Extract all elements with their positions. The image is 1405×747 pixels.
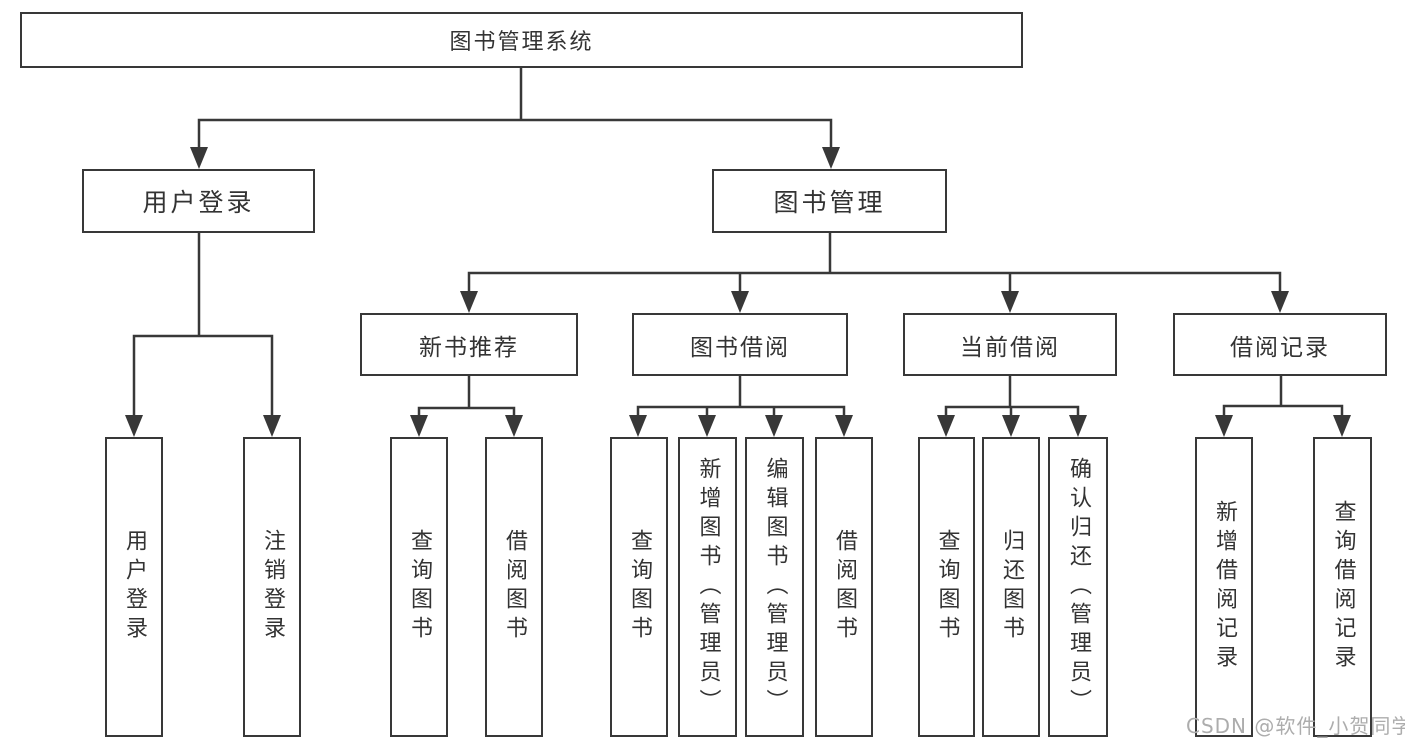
leaf-confirm-return-admin-label: 确认归还（管理员） <box>1066 456 1091 718</box>
leaf-add-books-admin: 新增图书（管理员） <box>678 437 737 737</box>
arrowhead-borrow-records <box>1271 291 1289 313</box>
leaf-query-borrow-record: 查询借阅记录 <box>1313 437 1372 737</box>
arrowhead-leaf-user-login <box>125 415 143 437</box>
leaf-return-books-label: 归还图书 <box>999 529 1024 645</box>
leaf-query-books-3-label: 查询图书 <box>934 529 960 645</box>
connector-book-borrow-split <box>636 376 846 421</box>
arrowhead-query-books-2 <box>629 415 647 437</box>
leaf-user-login-label: 用户登录 <box>122 529 147 645</box>
leaf-query-books-2-label: 查询图书 <box>627 529 652 645</box>
node-book-management: 图书管理 <box>712 169 947 233</box>
leaf-user-login: 用户登录 <box>105 437 163 737</box>
csdn-watermark: CSDN @软件_小贺同学 <box>1186 714 1405 738</box>
leaf-add-borrow-record-label: 新增借阅记录 <box>1212 500 1237 674</box>
arrowhead-add-borrow-record <box>1215 415 1233 437</box>
leaf-borrow-books-2-label: 借阅图书 <box>832 529 857 645</box>
node-root-label: 图书管理系统 <box>449 30 594 55</box>
arrowhead-book-management <box>822 147 840 169</box>
connector-current-borrow-split <box>944 376 1080 421</box>
leaf-query-books-1-label: 查询图书 <box>407 529 432 645</box>
node-borrow-records-label: 借阅记录 <box>1230 334 1330 361</box>
leaf-logout: 注销登录 <box>243 437 301 737</box>
arrowhead-add-books-admin <box>698 415 716 437</box>
arrowhead-borrow-books-1 <box>505 415 523 437</box>
arrowhead-user-login <box>190 147 208 169</box>
node-book-management-label: 图书管理 <box>773 188 886 217</box>
connector-book-management-split <box>467 233 1282 297</box>
leaf-query-books-2: 查询图书 <box>610 437 668 737</box>
node-new-book-recommend: 新书推荐 <box>360 313 578 376</box>
arrowhead-confirm-return-admin <box>1069 415 1087 437</box>
leaf-query-books-1: 查询图书 <box>390 437 448 737</box>
leaf-query-borrow-record-label: 查询借阅记录 <box>1330 500 1356 674</box>
arrowhead-edit-books-admin <box>765 415 783 437</box>
leaf-query-books-3: 查询图书 <box>918 437 975 737</box>
node-borrow-records: 借阅记录 <box>1173 313 1387 376</box>
leaf-return-books: 归还图书 <box>982 437 1040 737</box>
leaf-edit-books-admin-label: 编辑图书（管理员） <box>762 456 788 718</box>
leaf-borrow-books-1: 借阅图书 <box>485 437 543 737</box>
arrowhead-query-borrow-record <box>1333 415 1351 437</box>
node-current-borrow-label: 当前借阅 <box>960 334 1060 361</box>
node-user-login: 用户登录 <box>82 169 315 233</box>
connector-user-login-split <box>132 233 274 420</box>
connector-borrow-records-split <box>1222 376 1344 420</box>
node-book-borrow: 图书借阅 <box>632 313 848 376</box>
arrowhead-query-books-1 <box>410 415 428 437</box>
node-root: 图书管理系统 <box>20 12 1023 68</box>
arrowhead-current-borrow <box>1001 291 1019 313</box>
arrowhead-leaf-logout <box>263 415 281 437</box>
leaf-borrow-books-2: 借阅图书 <box>815 437 873 737</box>
arrowhead-borrow-books-2 <box>835 415 853 437</box>
leaf-add-books-admin-label: 新增图书（管理员） <box>695 456 721 718</box>
leaf-logout-label: 注销登录 <box>260 529 285 645</box>
leaf-add-borrow-record: 新增借阅记录 <box>1195 437 1253 737</box>
connector-new-book-recommend-split <box>417 376 516 421</box>
connector-root-split <box>197 68 833 151</box>
leaf-confirm-return-admin: 确认归还（管理员） <box>1048 437 1108 737</box>
node-new-book-recommend-label: 新书推荐 <box>419 334 519 361</box>
node-user-login-label: 用户登录 <box>142 188 255 217</box>
arrowhead-query-books-3 <box>937 415 955 437</box>
arrowhead-new-book-recommend <box>460 291 478 313</box>
node-book-borrow-label: 图书借阅 <box>690 334 790 361</box>
node-current-borrow: 当前借阅 <box>903 313 1117 376</box>
arrowhead-return-books <box>1002 415 1020 437</box>
arrowhead-book-borrow <box>731 291 749 313</box>
leaf-borrow-books-1-label: 借阅图书 <box>502 529 527 645</box>
leaf-edit-books-admin: 编辑图书（管理员） <box>745 437 804 737</box>
